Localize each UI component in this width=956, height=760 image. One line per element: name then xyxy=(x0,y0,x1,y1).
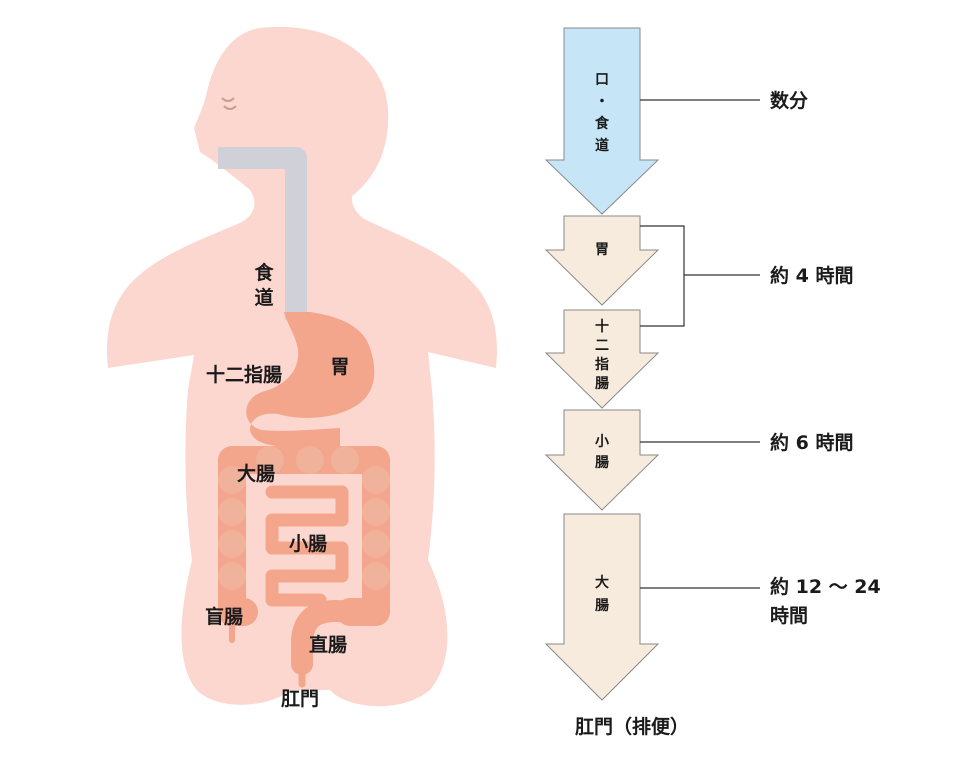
svg-text:小: 小 xyxy=(595,434,609,450)
svg-text:腸: 腸 xyxy=(595,375,609,392)
duration-large-intestine-line1: 約 12 〜 24 xyxy=(770,575,881,598)
flow-arrow-small-intestine xyxy=(544,409,660,511)
svg-text:口: 口 xyxy=(595,72,609,88)
duration-connectors xyxy=(640,99,760,589)
flow-arrow-stomach xyxy=(544,215,660,306)
duration-mouth-esophagus: 数分 xyxy=(770,89,808,112)
flow-label-mouth-esophagus: 口 ・ 食 道 xyxy=(595,72,610,154)
svg-text:腸: 腸 xyxy=(595,454,609,471)
label-duodenum: 十二指腸 xyxy=(206,363,282,386)
label-esophagus-2: 道 xyxy=(254,286,273,309)
flow-arrows: 口 ・ 食 道 胃 十 二 指 腸 小 腸 大 腸 肛門（排便） xyxy=(544,27,689,738)
flow-end-label: 肛門（排便） xyxy=(575,715,689,738)
svg-text:・: ・ xyxy=(595,94,609,110)
duration-labels: 数分 約 4 時間 約 6 時間 約 12 〜 24 時間 xyxy=(770,89,881,627)
flow-arrow-large-intestine xyxy=(544,513,660,701)
label-small-intestine: 小腸 xyxy=(289,533,327,555)
flow-label-duodenum: 十 二 指 腸 xyxy=(595,318,609,392)
large-intestine-bumps xyxy=(218,446,390,590)
label-stomach: 胃 xyxy=(330,356,349,378)
connector-stomach-duodenum-bracket xyxy=(640,225,760,327)
organ-labels: 食 道 胃 十二指腸 大腸 小腸 盲腸 直腸 肛門 xyxy=(205,261,350,710)
small-intestine-shape xyxy=(265,485,349,607)
flow-label-small-intestine: 小 腸 xyxy=(595,434,609,471)
flow-arrow-duodenum xyxy=(544,309,660,409)
eye-mark xyxy=(221,97,237,110)
label-cecum: 盲腸 xyxy=(205,605,243,628)
svg-text:指: 指 xyxy=(595,356,609,373)
svg-text:二: 二 xyxy=(595,338,609,354)
svg-text:道: 道 xyxy=(595,137,609,154)
label-rectum: 直腸 xyxy=(309,633,347,656)
flow-label-large-intestine: 大 腸 xyxy=(595,574,609,614)
rectum-shape xyxy=(291,600,361,675)
flow-label-stomach: 胃 xyxy=(595,242,609,258)
stomach-shape xyxy=(246,312,375,446)
label-esophagus-1: 食 xyxy=(254,261,274,284)
body-figure xyxy=(107,26,497,707)
svg-text:大: 大 xyxy=(595,574,609,591)
flow-arrow-mouth-esophagus xyxy=(544,27,660,215)
duration-large-intestine-line2: 時間 xyxy=(770,605,808,627)
label-large-intestine: 大腸 xyxy=(237,462,275,485)
label-anus: 肛門 xyxy=(281,688,319,710)
svg-text:食: 食 xyxy=(595,115,610,132)
duration-stomach-duodenum: 約 4 時間 xyxy=(770,264,853,287)
duration-small-intestine: 約 6 時間 xyxy=(770,431,853,454)
svg-text:十: 十 xyxy=(595,318,609,335)
svg-text:腸: 腸 xyxy=(595,597,609,614)
esophagus-tube xyxy=(218,147,307,320)
